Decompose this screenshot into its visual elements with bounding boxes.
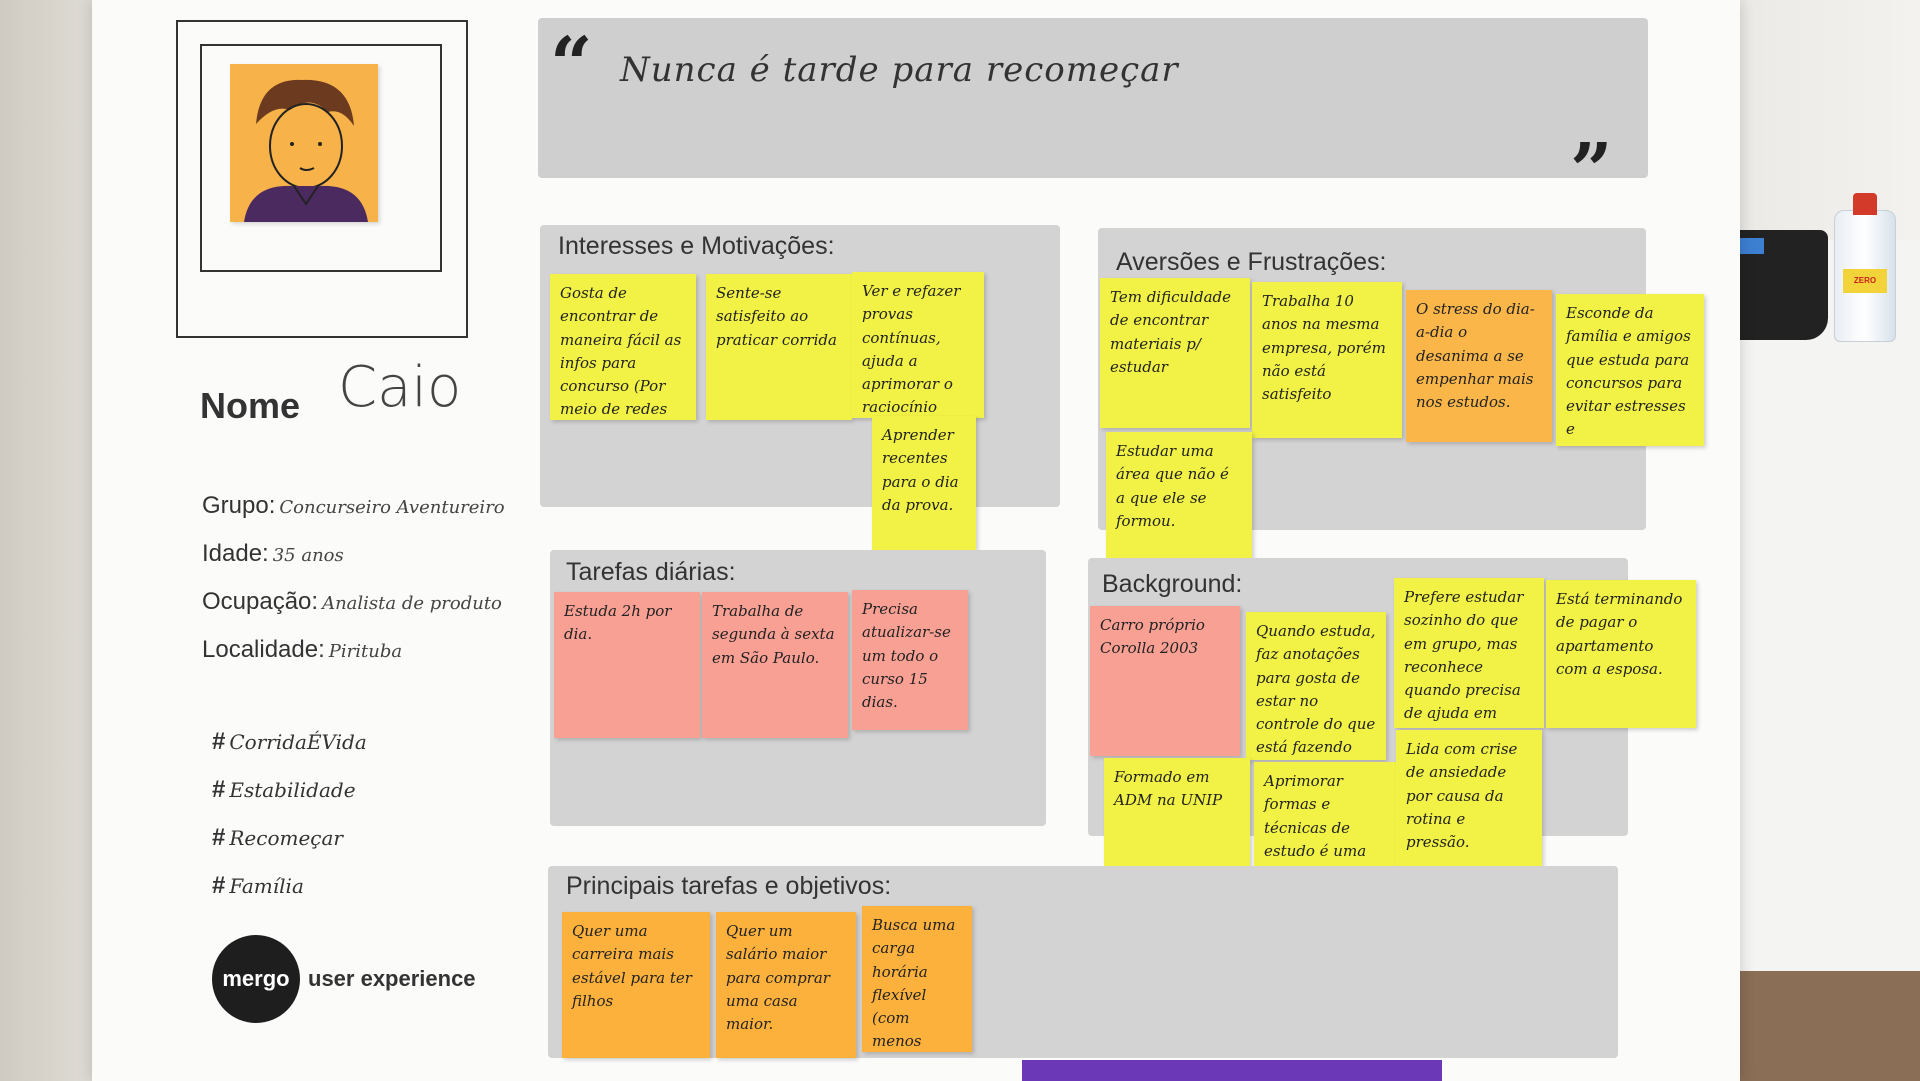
logo-mark: mergo <box>212 935 300 1023</box>
sticky-note: Trabalha 10 anos na mesma empresa, porém… <box>1252 282 1402 438</box>
field-label: Ocupação: <box>202 588 319 615</box>
name-label: Nome <box>200 385 301 426</box>
hash-symbol: # <box>212 728 226 755</box>
field-label: Idade: <box>202 540 269 567</box>
sticky-note: Esconde da família e amigos que estuda p… <box>1556 294 1704 446</box>
section-title-tarefas: Tarefas diárias: <box>566 558 736 586</box>
sticky-note: Aprender recentes para o dia da prova. <box>872 416 976 550</box>
hashtag-text: CorridaÉVida <box>229 730 367 754</box>
quote-close-icon: ” <box>1570 128 1613 214</box>
hash-symbol: # <box>212 824 226 851</box>
sticky-note: Busca uma carga horária flexível (com me… <box>862 906 972 1052</box>
persona-poster: Nome Caio Grupo:Concurseiro Aventureiro … <box>92 0 1740 1081</box>
sticky-note: Trabalha de segunda à sexta em São Paulo… <box>702 592 848 738</box>
hashtag: #Estabilidade <box>212 776 356 804</box>
section-title-background: Background: <box>1102 570 1243 598</box>
sticky-note: Sente-se satisfeito ao praticar corrida <box>706 274 852 420</box>
field-localidade: Localidade:Pirituba <box>202 636 402 664</box>
field-label: Localidade: <box>202 636 325 663</box>
field-value: Concurseiro Aventureiro <box>279 497 505 518</box>
photo-frame-outer <box>176 20 468 338</box>
hashtag: #Recomeçar <box>212 824 343 852</box>
hashtag-text: Recomeçar <box>229 826 343 850</box>
bottle-cap <box>1853 193 1877 215</box>
avatar-sticky-note <box>230 64 378 222</box>
sticky-note: Precisa atualizar-se um todo o curso 15 … <box>852 590 968 730</box>
mergo-logo: mergo user experience <box>212 935 476 1023</box>
name-value: Caio <box>338 355 462 420</box>
logo-text: user experience <box>308 966 476 991</box>
field-idade: Idade:35 anos <box>202 540 344 568</box>
field-value: 35 anos <box>272 545 344 566</box>
field-grupo: Grupo:Concurseiro Aventureiro <box>202 492 505 520</box>
sticky-note: Estudar uma área que não é a que ele se … <box>1106 432 1252 572</box>
field-value: Analista de produto <box>322 593 502 614</box>
quote-text: Nunca é tarde para recomeçar <box>620 50 1179 90</box>
section-title-aversoes: Aversões e Frustrações: <box>1116 248 1387 276</box>
sticky-note: Quer um salário maior para comprar uma c… <box>716 912 856 1058</box>
wall-left <box>0 0 110 1081</box>
sticky-note: Quer uma carreira mais estável para ter … <box>562 912 710 1058</box>
field-label: Grupo: <box>202 492 276 519</box>
sticky-note: Tem dificuldade de encontrar materiais p… <box>1100 278 1250 428</box>
hashtag-text: Família <box>229 874 304 898</box>
quote-band <box>538 18 1648 178</box>
sticky-note: Carro próprio Corolla 2003 <box>1090 606 1240 756</box>
hash-symbol: # <box>212 776 226 803</box>
field-ocupacao: Ocupação:Analista de produto <box>202 588 502 616</box>
sticky-note: Quando estuda, faz anotações para gosta … <box>1246 612 1386 760</box>
sticky-note: Está terminando de pagar o apartamento c… <box>1546 580 1696 728</box>
sticky-note: Ver e refazer provas contínuas, ajuda a … <box>852 272 984 418</box>
sticky-note: Estuda 2h por dia. <box>554 592 700 738</box>
sticky-note: O stress do dia-a-dia o desanima a se em… <box>1406 290 1552 442</box>
bottle-label: ZERO <box>1843 269 1887 293</box>
quote-open-icon: “ <box>550 22 593 108</box>
field-value: Pirituba <box>328 641 403 662</box>
hashtag: #Família <box>212 872 304 900</box>
purple-strip <box>1022 1060 1442 1081</box>
sticky-note: Prefere estudar sozinho do que em grupo,… <box>1394 578 1544 728</box>
section-title-interesses: Interesses e Motivações: <box>558 232 835 260</box>
hashtag-text: Estabilidade <box>229 778 356 802</box>
hash-symbol: # <box>212 872 226 899</box>
section-title-principais: Principais tarefas e objetivos: <box>566 872 892 900</box>
avatar-drawing-icon <box>244 79 368 222</box>
bottle: ZERO <box>1834 193 1896 342</box>
sticky-note: Gosta de encontrar de maneira fácil as i… <box>550 274 696 420</box>
photo-frame-inner <box>200 44 442 272</box>
hashtag: #CorridaÉVida <box>212 728 367 756</box>
sticky-note: Lida com crise de ansiedade por causa da… <box>1396 730 1542 882</box>
